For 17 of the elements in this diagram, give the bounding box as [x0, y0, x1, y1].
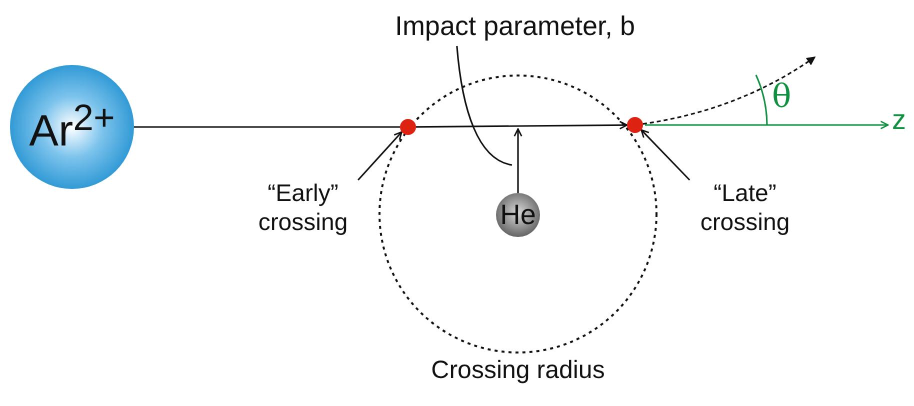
leader-line	[456, 46, 512, 166]
crossing-dot	[627, 117, 643, 133]
trajectory-line	[134, 126, 400, 128]
circle-caption: Crossing radius	[430, 356, 606, 385]
ion-sphere: Ar$^{2+}$	[10, 65, 134, 189]
impact-parameter-arrow	[514, 128, 522, 193]
trajectory-arrow	[416, 120, 628, 130]
annotation-text: “Early” crossing	[238, 180, 368, 240]
atom-sphere: He	[496, 193, 540, 237]
pointer-arrow	[358, 131, 402, 181]
crossing-dot	[400, 119, 416, 135]
annotation-text: Impact parameter, b	[340, 10, 690, 46]
angle-symbol: θ	[772, 80, 792, 112]
scattered-trajectory-arrow	[642, 56, 816, 125]
pointer-arrow	[640, 129, 690, 181]
axis-label: z	[892, 106, 906, 134]
annotation-text: “Late” crossing	[680, 180, 810, 240]
